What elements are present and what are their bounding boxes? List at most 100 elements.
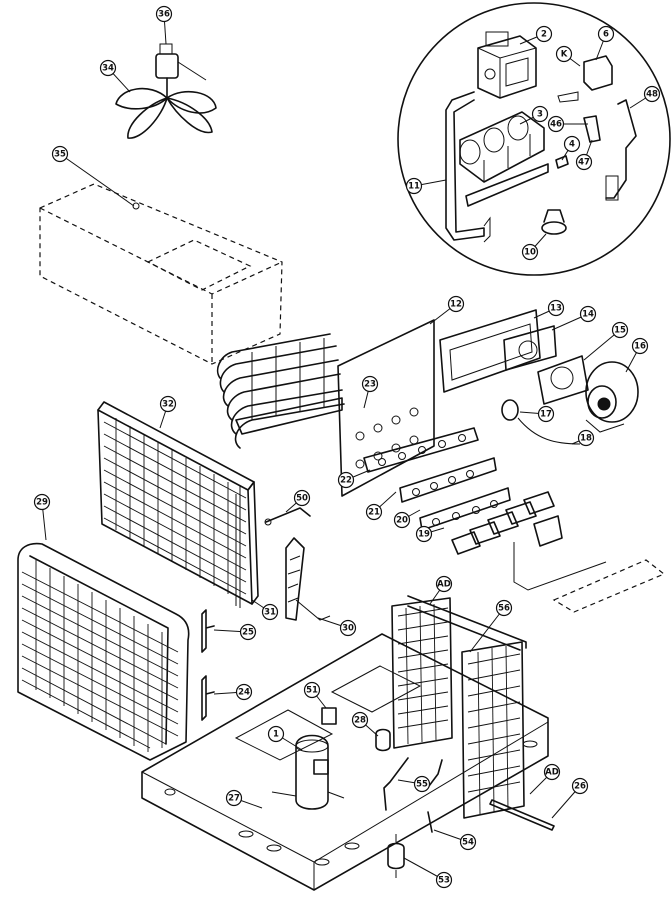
callout-label: 47 <box>578 158 590 168</box>
callout-circle <box>631 337 649 355</box>
callout-19: 19 <box>415 525 445 543</box>
callout-circle <box>303 681 321 699</box>
callout-circle <box>577 429 595 447</box>
vestibule-panel <box>337 319 435 497</box>
callout-label: K <box>561 50 568 60</box>
callout-label: 3 <box>537 110 543 120</box>
callout-label: 32 <box>162 400 174 410</box>
evaporator-coil <box>97 401 259 608</box>
callout-circle <box>365 503 383 521</box>
callout-circle <box>337 471 355 489</box>
callout-label: 1 <box>273 730 279 740</box>
callout-circle <box>459 833 477 851</box>
callout-29: 29 <box>33 493 51 541</box>
callout-label: 28 <box>354 716 366 726</box>
callout-circle <box>537 405 555 423</box>
callout-circle <box>579 305 597 323</box>
callout-circle <box>535 25 553 43</box>
callout-6: 6 <box>595 25 615 61</box>
callout-label: 15 <box>614 326 626 336</box>
coil-bracket-upper <box>201 609 215 653</box>
callout-circle <box>447 295 465 313</box>
callout-label: 53 <box>438 876 450 886</box>
callout-circle <box>597 25 615 43</box>
callout-label: 24 <box>238 688 250 698</box>
burner-assembly <box>459 111 545 183</box>
callout-label: 14 <box>582 310 594 320</box>
callout-label: 17 <box>540 410 552 420</box>
callout-circle <box>413 775 431 793</box>
callout-label: 22 <box>340 476 352 486</box>
callout-label: 13 <box>550 304 562 314</box>
relay <box>321 707 337 725</box>
callout-22: 22 <box>337 469 371 489</box>
gas-valve-detail-inset <box>397 2 671 276</box>
callout-label: 36 <box>158 10 170 20</box>
callout-31: 31 <box>251 599 279 621</box>
callout-28: 28 <box>351 711 379 737</box>
callout-leader-line <box>59 153 135 207</box>
callout-47: 47 <box>575 139 593 171</box>
callout-circle <box>267 725 285 743</box>
callout-label: 11 <box>408 182 420 192</box>
callout-circle <box>51 145 69 163</box>
callout-30: 30 <box>317 617 357 637</box>
callout-15: 15 <box>583 321 629 361</box>
callout-26: 26 <box>551 777 589 819</box>
callout-2: 2 <box>519 25 553 45</box>
callout-label: 51 <box>306 686 318 696</box>
callout-circle <box>225 789 243 807</box>
callout-circle <box>361 375 379 393</box>
callout-4: 4 <box>561 135 581 161</box>
callout-circle <box>547 299 565 317</box>
callout-circle <box>435 575 453 593</box>
callout-circle <box>261 603 279 621</box>
callout-label: 48 <box>646 90 658 100</box>
gas-pipe <box>445 91 485 241</box>
callout-53: 53 <box>403 857 453 889</box>
callout-label: 10 <box>524 248 536 258</box>
callout-35: 35 <box>51 145 135 207</box>
callout-55: 55 <box>397 775 431 793</box>
callout-36: 36 <box>155 5 173 45</box>
drier <box>387 834 405 878</box>
callout-label: 26 <box>574 782 586 792</box>
callout-34: 34 <box>99 59 131 93</box>
callout-3: 3 <box>519 105 549 125</box>
callout-circle <box>611 321 629 339</box>
callout-label: 21 <box>368 508 380 518</box>
callout-circle <box>543 763 561 781</box>
callout-18: 18 <box>571 429 595 447</box>
coil-bracket-lower <box>201 675 215 721</box>
callout-20: 20 <box>393 509 421 529</box>
callout-label: 31 <box>264 608 276 618</box>
callout-circle <box>33 493 51 511</box>
callout-circle <box>571 777 589 795</box>
callout-16: 16 <box>625 337 649 373</box>
top-cover <box>39 183 283 365</box>
callout-circle <box>339 619 357 637</box>
callout-label: 20 <box>396 516 408 526</box>
callout-12: 12 <box>429 295 465 325</box>
callout-label: 34 <box>102 64 114 74</box>
callout-ad1: AD <box>429 575 453 605</box>
burner-gaskets <box>363 427 511 531</box>
callout-circle <box>235 683 253 701</box>
condenser-fan-and-motor <box>115 43 217 139</box>
filter-panels <box>391 595 555 831</box>
callout-label: 19 <box>418 530 430 540</box>
heat-exchanger <box>216 333 345 449</box>
callout-leader-line <box>469 607 505 653</box>
burner-row <box>451 491 666 613</box>
callout-circle <box>555 45 573 63</box>
callout-circle <box>575 153 593 171</box>
callout-circle <box>435 871 453 889</box>
callout-label: 54 <box>462 838 474 848</box>
callout-circle <box>643 85 661 103</box>
callout-circle <box>521 243 539 261</box>
callout-label: 23 <box>364 380 376 390</box>
callout-label: 46 <box>550 120 562 130</box>
callout-label: 35 <box>54 150 66 160</box>
